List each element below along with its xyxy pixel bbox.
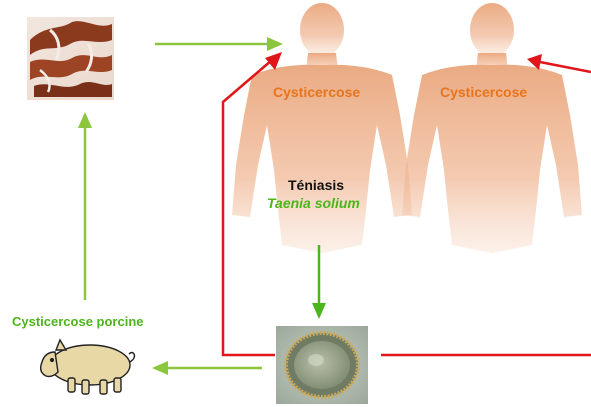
arrow-meat-to-human (155, 37, 283, 51)
label-taenia-solium: Taenia solium (267, 195, 360, 211)
label-cysticercose-left: Cysticercose (273, 84, 360, 100)
arrow-egg-to-pig (152, 361, 262, 375)
label-teniasis: Téniasis (288, 177, 344, 193)
arrow-human-to-egg (312, 245, 326, 319)
label-cysticercose-right: Cysticercose (440, 84, 527, 100)
label-cysticercose-porcine: Cysticercose porcine (12, 314, 144, 329)
arrow-pig-to-meat (78, 112, 92, 300)
human-body-right (402, 3, 582, 253)
taenia-egg-micrograph (276, 326, 368, 404)
infected-meat-image (27, 17, 114, 100)
pig-image (41, 340, 135, 394)
human-body-left (232, 3, 412, 253)
